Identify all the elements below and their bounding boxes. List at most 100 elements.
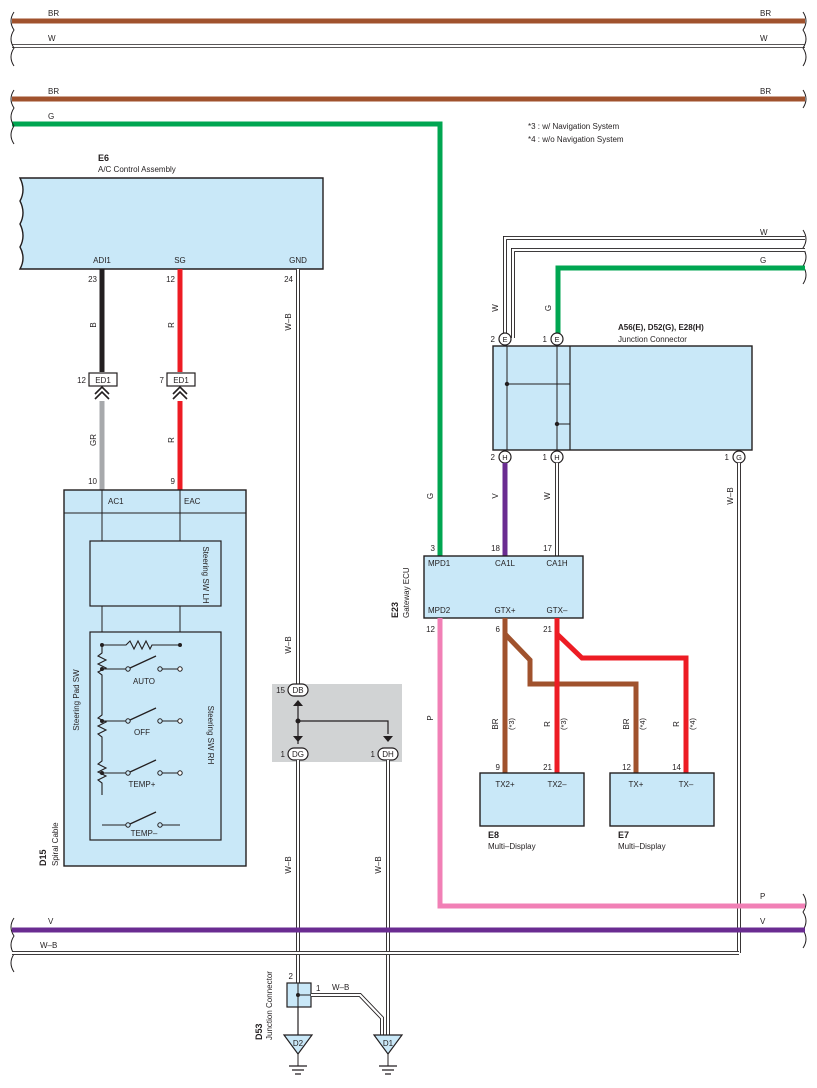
wire-label-br-e8: BR [491, 718, 500, 729]
break-mark-right-jc [802, 229, 807, 285]
e7-name: Multi–Display [618, 842, 666, 851]
wire-note-r-e7: (*4) [688, 717, 697, 730]
switch-auto-node [177, 666, 183, 672]
d53-node [296, 993, 300, 997]
steering-sw-rh-box [89, 631, 222, 841]
wire-note-r-e8: (*3) [559, 717, 568, 730]
bus-br-2: BR BR [12, 87, 805, 102]
jc-e-right-terminal [550, 332, 564, 346]
switch-temp-plus-node [177, 770, 183, 776]
wire-label-v-ca1l: V [491, 493, 500, 499]
switch-off: OFF [102, 707, 183, 737]
bus-v-label-left: V [48, 917, 54, 926]
jc-node-1 [504, 381, 510, 387]
jc-name: Junction Connector [618, 335, 687, 344]
e6-name: A/C Control Assembly [98, 165, 176, 174]
dg-arrow-icon [293, 736, 303, 742]
wire-label-r-e8: R [543, 721, 552, 727]
e23-pin-num-18: 18 [491, 544, 500, 553]
splice-node [295, 718, 301, 724]
ed1-connector-right: 7 ED1 [160, 372, 196, 400]
steering-sw-lh-label: Steering SW LH [201, 546, 210, 604]
jc-g-letter: G [736, 453, 742, 462]
wire-label-wb-dg: W–B [284, 856, 293, 873]
e7-pin-num-12: 12 [622, 763, 631, 772]
jc-e-right-pin: 1 [543, 335, 548, 344]
wire-note-br-e7: (*4) [638, 717, 647, 730]
wire-r-gtxm-e7 [555, 632, 689, 773]
d15-spiral-cable: AC1 EAC D15 Spiral Cable Steering SW LH … [38, 489, 247, 867]
node-temp-plus-left [100, 771, 104, 775]
switch-auto-contact-right [157, 666, 163, 672]
switch-off-contact-right [157, 718, 163, 724]
node-auto-left [100, 667, 104, 671]
ground-d1: D1 [372, 1034, 404, 1075]
e6-pin-adi1: ADI1 [93, 256, 111, 265]
e7-pin-txm: TX– [679, 780, 694, 789]
e23-pin-gtxp: GTX+ [494, 606, 515, 615]
switch-temp-plus: TEMP+ [102, 759, 183, 789]
switch-off-node [177, 718, 183, 724]
bus-wb-label-left: W–B [40, 941, 57, 950]
dh-label: DH [382, 750, 394, 759]
ed1-connector-left: 12 ED1 [77, 372, 118, 400]
e8-pin-tx2p: TX2+ [495, 780, 515, 789]
d15-id: D15 [38, 849, 48, 866]
bus-br-1-label-left: BR [48, 9, 59, 18]
e6-pin-num-12: 12 [166, 275, 175, 284]
jc-e-left-terminal [498, 332, 512, 346]
wire-g-jc-top [555, 265, 805, 338]
e23-pin-num-17: 17 [543, 544, 552, 553]
bus-w-label-left: W [48, 34, 56, 43]
dg-label: DG [292, 750, 304, 759]
d53-pin-top: 2 [289, 972, 294, 981]
e7-pin-num-14: 14 [672, 763, 681, 772]
wire-w-jc-top-core [503, 236, 805, 338]
e6-pin-sg: SG [174, 256, 186, 265]
d15-pin-ac1: AC1 [108, 497, 124, 506]
wire-label-wb-gnd-2: W–B [284, 636, 293, 653]
e23-pin-gtxm: GTX– [547, 606, 568, 615]
dg-pin: 1 [281, 750, 286, 759]
dh-arrow-icon [383, 736, 393, 742]
break-mark-right-top [802, 11, 807, 67]
junction-connector-a56: W W G G A56(E), D52(G), E28(H) Junction … [491, 228, 805, 464]
e23-pin-mpd2: MPD2 [428, 606, 451, 615]
wire-label-wb-d53: W–B [332, 983, 349, 992]
steering-sw-rh-label: Steering SW RH [206, 706, 215, 765]
e23-body [423, 555, 584, 619]
bus-g-label-left: G [48, 112, 54, 121]
e6-id: E6 [98, 153, 109, 163]
e8-multi-display: 9 21 TX2+ TX2– E8 Multi–Display [479, 763, 585, 851]
d53-id: D53 [254, 1023, 264, 1040]
e23-pin-ca1l: CA1L [495, 559, 516, 568]
ed1-left-label: ED1 [95, 376, 111, 385]
wire-label-r-sg: R [167, 322, 176, 328]
switch-temp-minus-blade [129, 811, 157, 825]
node-top-right [178, 643, 182, 647]
e8-body [479, 772, 585, 827]
bus-w-label-right: W [760, 34, 768, 43]
e23-id: E23 [390, 602, 400, 618]
dh-pin: 1 [371, 750, 376, 759]
e23-pin-num-6: 6 [496, 625, 501, 634]
switch-off-blade [129, 707, 157, 721]
ground-d1-label: D1 [383, 1039, 394, 1048]
d53-pin-right: 1 [316, 984, 321, 993]
wire-wb-d53-core [311, 993, 384, 1035]
wire-label-p-mpd2: P [426, 715, 435, 720]
jc-h-left-letter: H [502, 453, 507, 462]
bus-br-2-label-right: BR [760, 87, 771, 96]
wire-label-r-eac: R [167, 437, 176, 443]
ed1-right-chevron-icon [172, 385, 188, 400]
wire-label-r-e7: R [672, 721, 681, 727]
bus-v-label-right: V [760, 917, 766, 926]
jc-h-left-pin: 2 [491, 453, 496, 462]
ed1-right-label: ED1 [173, 376, 189, 385]
notes: *3 : w/ Navigation System *4 : w/o Navig… [528, 122, 624, 144]
wire-p-mpd2 [437, 618, 805, 909]
db-arrow-icon [293, 700, 303, 706]
e6-pin-num-23: 23 [88, 275, 97, 284]
jc-g-pin: 1 [725, 453, 730, 462]
ed1-left-chevron-icon [94, 385, 110, 400]
